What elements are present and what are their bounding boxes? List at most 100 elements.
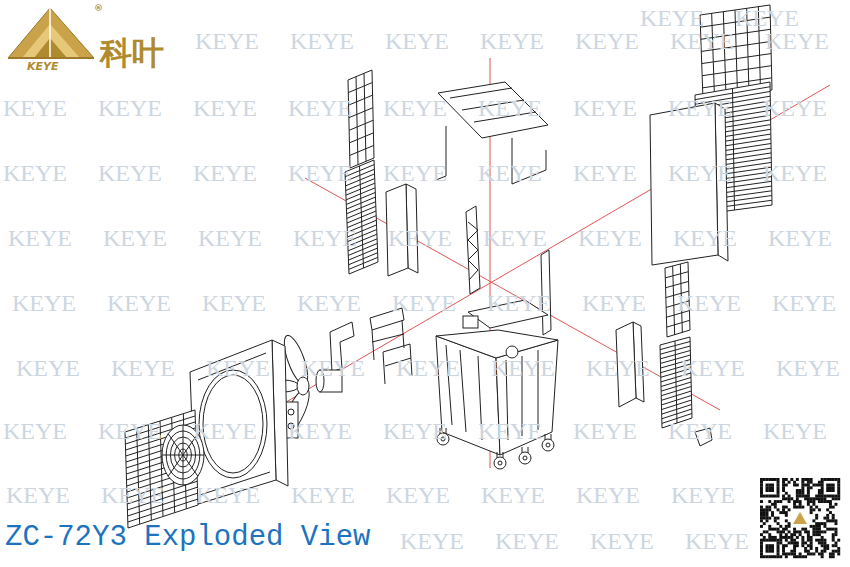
qr-module: [834, 522, 837, 525]
qr-module: [815, 547, 818, 550]
qr-module: [807, 481, 810, 484]
qr-module: [826, 517, 829, 520]
qr-module: [801, 539, 804, 542]
watermark: KEYE: [388, 225, 452, 251]
qr-module: [760, 508, 763, 511]
qr-module: [821, 484, 824, 487]
qr-module: [766, 508, 769, 511]
qr-module: [815, 525, 818, 528]
qr-module: [796, 541, 799, 544]
qr-module: [834, 528, 837, 531]
qr-module: [790, 541, 793, 544]
filter-grid: [666, 281, 689, 287]
qr-module: [823, 478, 826, 481]
qr-module: [812, 484, 815, 487]
qr-module: [774, 539, 777, 542]
caster: [498, 461, 502, 465]
qr-module: [829, 503, 832, 506]
qr-module: [818, 530, 821, 533]
qr-module: [774, 536, 777, 539]
qr-module: [782, 511, 785, 514]
qr-module: [815, 522, 818, 525]
filter-grid: [364, 73, 366, 161]
qr-module: [832, 544, 835, 547]
qr-module: [810, 547, 813, 550]
qr-module: [774, 500, 777, 503]
qr-module: [812, 508, 815, 511]
qr-module: [801, 495, 804, 498]
qr-module: [771, 489, 774, 492]
qr-module: [766, 489, 769, 492]
watermark: KEYE: [193, 418, 257, 444]
qr-module: [768, 525, 771, 528]
qr-module: [779, 511, 782, 514]
qr-module: [796, 500, 799, 503]
qr-module: [777, 489, 780, 492]
qr-module: [807, 489, 810, 492]
qr-module: [774, 478, 777, 481]
qr-module: [760, 517, 763, 520]
qr-module: [801, 544, 804, 547]
side-rail: [466, 206, 480, 294]
logo-wordmark: KEYE: [27, 61, 59, 73]
qr-module: [807, 530, 810, 533]
watermark: KEYE: [3, 160, 67, 186]
qr-module: [804, 550, 807, 553]
qr-module: [821, 555, 824, 558]
qr-module: [788, 497, 791, 500]
qr-module: [801, 555, 804, 558]
qr-module: [774, 528, 777, 531]
qr-module: [782, 547, 785, 550]
qr-module: [837, 481, 840, 484]
qr-module: [837, 486, 840, 489]
watermark: KEYE: [6, 482, 70, 508]
qr-module: [821, 492, 824, 495]
qr-module: [771, 555, 774, 558]
qr-module: [793, 547, 796, 550]
watermark: KEYE: [640, 5, 704, 31]
qr-module: [818, 539, 821, 542]
qr-module: [760, 511, 763, 514]
qr-module: [785, 525, 788, 528]
qr-module: [799, 492, 802, 495]
watermark: KEYE: [291, 482, 355, 508]
qr-module: [801, 478, 804, 481]
qr-module: [815, 550, 818, 553]
qr-module: [785, 539, 788, 542]
qr-module: [818, 533, 821, 536]
qr-module: [821, 522, 824, 525]
qr-module: [832, 486, 835, 489]
qr-module: [785, 533, 788, 536]
qr-module: [779, 555, 782, 558]
qr-module: [810, 481, 813, 484]
qr-module: [779, 525, 782, 528]
fan-guard: [162, 455, 183, 456]
qr-module: [771, 478, 774, 481]
watermark: KEYE: [478, 95, 542, 121]
qr-module: [785, 536, 788, 539]
qr-module: [790, 478, 793, 481]
pump-box: [463, 316, 478, 328]
qr-module: [834, 530, 837, 533]
qr-module: [815, 517, 818, 520]
qr-module: [785, 519, 788, 522]
qr-module: [823, 517, 826, 520]
qr-module: [801, 528, 804, 531]
qr-module: [807, 550, 810, 553]
watermark: KEYE: [193, 95, 257, 121]
qr-module: [777, 481, 780, 484]
qr-module: [796, 555, 799, 558]
qr-module: [829, 484, 832, 487]
qr-module: [788, 495, 791, 498]
qr-module: [777, 539, 780, 542]
watermark: KEYE: [101, 482, 165, 508]
qr-module: [782, 481, 785, 484]
qr-module: [832, 517, 835, 520]
qr-module: [818, 508, 821, 511]
qr-module: [823, 495, 826, 498]
qr-module: [796, 495, 799, 498]
qr-module: [815, 539, 818, 542]
qr-module: [768, 547, 771, 550]
qr-module: [815, 484, 818, 487]
qr-module: [793, 544, 796, 547]
